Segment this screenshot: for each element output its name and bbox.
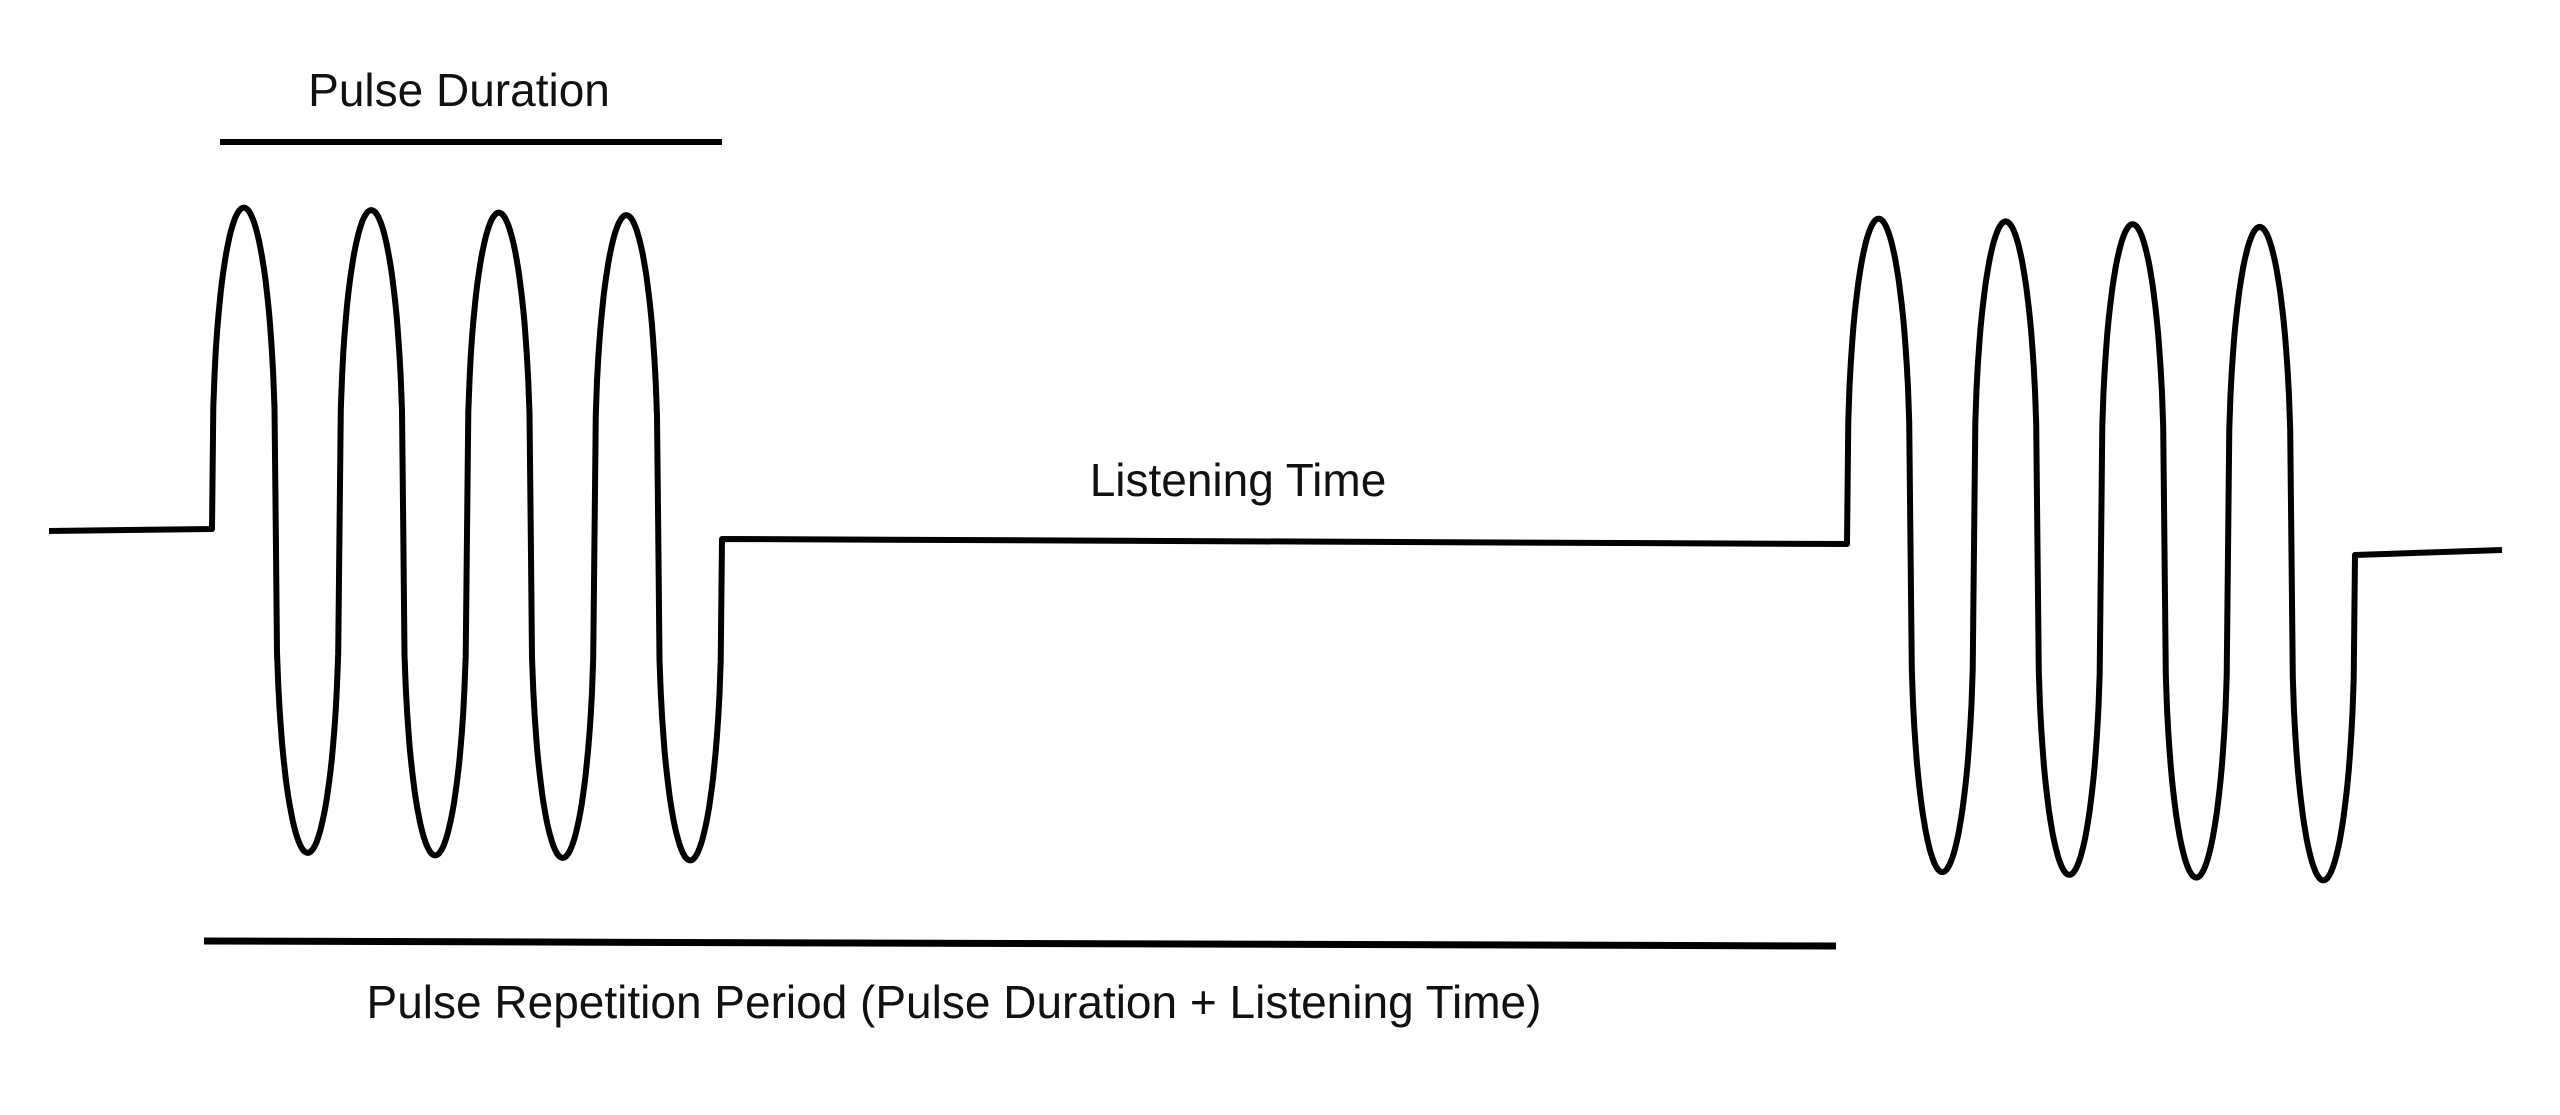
pulse-repetition-period-bar [203, 937, 1837, 950]
pulse-waveform [48, 204, 2503, 884]
listening-time-label: Listening Time [1090, 454, 1387, 506]
pulse-repetition-period-label: Pulse Repetition Period (Pulse Duration … [367, 976, 1542, 1028]
pulse-duration-label: Pulse Duration [308, 64, 610, 116]
